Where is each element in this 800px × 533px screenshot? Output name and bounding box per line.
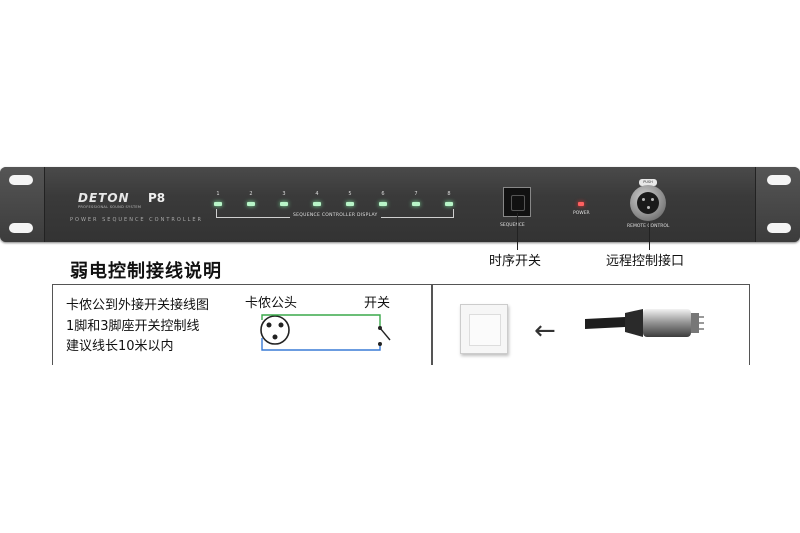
panel-subtitle: POWER SEQUENCE CONTROLLER (70, 217, 204, 223)
channel-led (445, 202, 453, 206)
power-led (578, 202, 584, 206)
callout-line (517, 213, 518, 250)
wall-switch-rocker (469, 314, 501, 346)
channel-led (379, 202, 387, 206)
mounting-slot (767, 175, 791, 185)
channel-led (247, 202, 255, 206)
callout-sequence-switch: 时序开关 (489, 254, 542, 269)
connector-pin (699, 322, 704, 324)
mounting-slot (9, 175, 33, 185)
channel-led (412, 202, 420, 206)
left-arrow-icon: ← (534, 316, 556, 346)
rack-ear-right (755, 167, 800, 242)
section-heading: 弱电控制接线说明 (70, 261, 222, 282)
switch-terminal (378, 342, 382, 346)
model-name: P8 (148, 191, 166, 205)
push-latch-label: PUSH (639, 179, 657, 186)
channel-number: 7 (414, 191, 418, 197)
note-line: 建议线长10米以内 (66, 339, 174, 354)
channel-number: 8 (447, 191, 451, 197)
xlr-pin (651, 198, 654, 201)
connector-pin (699, 328, 704, 330)
connection-illustration-box (432, 284, 750, 365)
sequence-display-label: SEQUENCE CONTROLLER DISPLAY (290, 213, 381, 218)
remote-control-label: REMOTE CONTROL (627, 224, 670, 229)
mounting-slot (767, 223, 791, 233)
xlr-pin-2 (278, 322, 284, 328)
switch-label: 开关 (364, 296, 391, 311)
xlr-socket (637, 192, 659, 214)
xlr-plug-outline (260, 315, 290, 345)
channel-led (214, 202, 222, 206)
rack-ear-left (0, 167, 45, 242)
channel-number: 2 (249, 191, 253, 197)
wire-pin1 (261, 314, 381, 328)
channel-number: 3 (282, 191, 286, 197)
power-label: POWER (573, 211, 590, 216)
connector-shell (643, 309, 691, 337)
callout-remote-port: 远程控制接口 (606, 254, 685, 269)
callout-line (649, 222, 650, 250)
xlr-pin (642, 198, 645, 201)
xlr-pin (646, 206, 650, 209)
note-line: 1脚和3脚座开关控制线 (66, 319, 200, 334)
channel-number: 1 (216, 191, 220, 197)
channel-number: 4 (315, 191, 319, 197)
wiring-instructions-box (52, 284, 432, 365)
wire-pin3 (261, 338, 381, 351)
channel-led (346, 202, 354, 206)
channel-number: 6 (381, 191, 385, 197)
channel-number: 5 (348, 191, 352, 197)
xlr-male-label: 卡侬公头 (245, 296, 298, 311)
note-line: 卡侬公到外接开关接线图 (66, 298, 210, 313)
channel-led (280, 202, 288, 206)
sequence-button[interactable] (503, 187, 531, 217)
brand-logo: DETON (78, 191, 130, 205)
sequencer-front-panel: DETON PROFESSIONAL SOUND SYSTEM P8 POWER… (0, 167, 800, 242)
channel-led (313, 202, 321, 206)
mounting-slot (9, 223, 33, 233)
xlr-cable-image (585, 309, 704, 337)
cable (585, 317, 625, 329)
brand-tagline: PROFESSIONAL SOUND SYSTEM (78, 205, 142, 209)
cable-boot (625, 309, 643, 337)
xlr-remote-connector[interactable] (630, 185, 666, 221)
wiring-diagram (260, 314, 391, 351)
xlr-pin-3 (272, 334, 278, 340)
wall-switch-image (460, 304, 508, 354)
connector-tip (691, 313, 699, 333)
sequence-button-label: SEQUENCE (500, 223, 525, 228)
switch-contact (379, 327, 391, 341)
xlr-pin-1 (266, 322, 272, 328)
connector-pin (699, 316, 704, 318)
